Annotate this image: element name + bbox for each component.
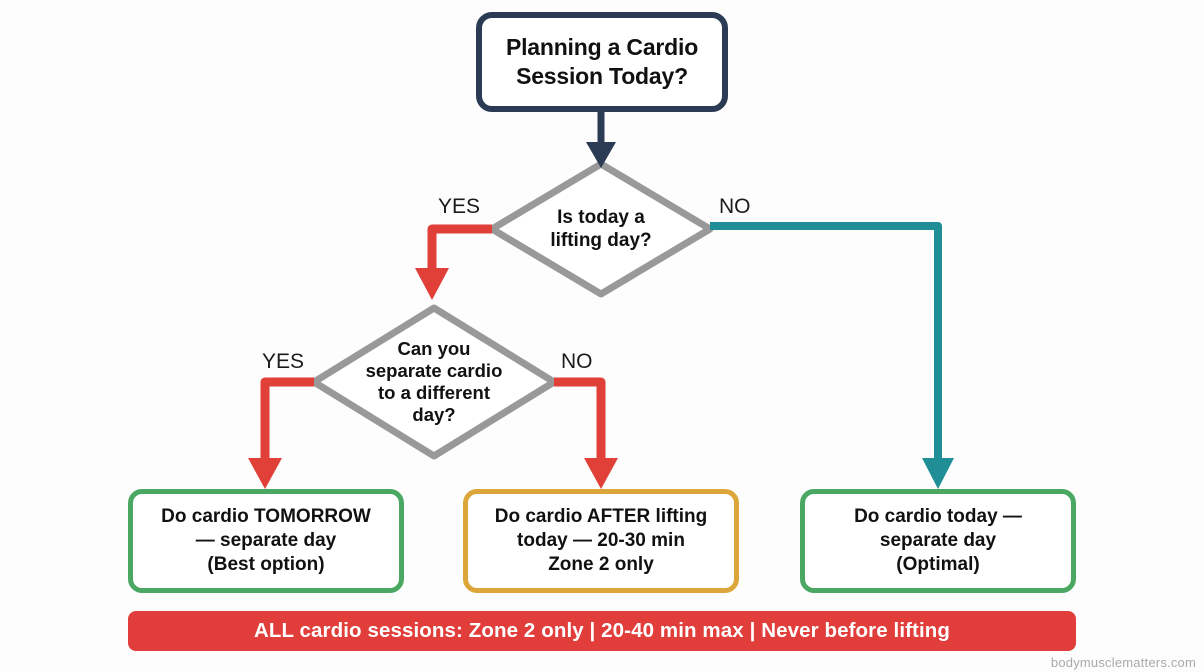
decision-is-lifting-day-label: Is today a lifting day? [550, 206, 652, 251]
edge-lifting-no [710, 222, 954, 489]
outcome-do-cardio-today-label: Do cardio today — separate day (Optimal) [854, 505, 1022, 576]
decision-can-separate-cardio[interactable]: Can you separate cardio to a different d… [312, 306, 556, 458]
edge-start-to-lifting [586, 112, 616, 168]
start-node-label: Planning a Cardio Session Today? [505, 34, 699, 89]
edge-lifting-yes [415, 224, 492, 300]
outcome-do-cardio-after-lifting[interactable]: Do cardio AFTER lifting today — 20-30 mi… [463, 489, 739, 593]
decision-can-separate-cardio-label: Can you separate cardio to a different d… [365, 337, 503, 426]
outcome-do-cardio-tomorrow-label: Do cardio TOMORROW — separate day (Best … [161, 505, 371, 576]
start-node[interactable]: Planning a Cardio Session Today? [476, 12, 728, 112]
edge-label-separate-yes: YES [262, 350, 305, 373]
edge-label-lifting-yes: YES [438, 195, 481, 218]
decision-is-lifting-day[interactable]: Is today a lifting day? [490, 162, 712, 296]
rules-banner: ALL cardio sessions: Zone 2 only | 20-40… [128, 611, 1076, 651]
edge-label-separate-no: NO [561, 350, 593, 373]
outcome-do-cardio-tomorrow[interactable]: Do cardio TOMORROW — separate day (Best … [128, 489, 404, 593]
edge-separate-yes [248, 377, 314, 489]
outcome-do-cardio-today[interactable]: Do cardio today — separate day (Optimal) [800, 489, 1076, 593]
edge-label-lifting-no: NO [719, 195, 751, 218]
edge-separate-no [554, 377, 618, 489]
rules-banner-label: ALL cardio sessions: Zone 2 only | 20-40… [253, 619, 951, 642]
site-watermark: bodymusclematters.com [1050, 655, 1196, 670]
outcome-do-cardio-after-lifting-label: Do cardio AFTER lifting today — 20-30 mi… [494, 505, 708, 576]
